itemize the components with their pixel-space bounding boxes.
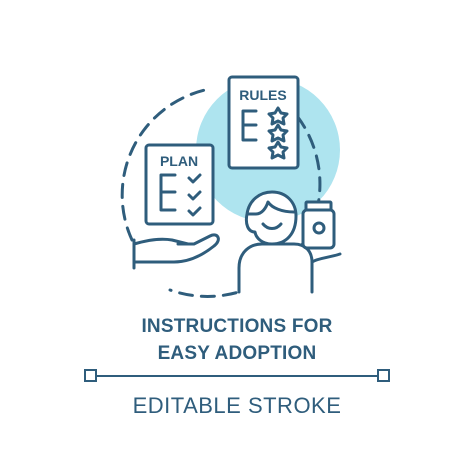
- jar-icon: [301, 200, 342, 264]
- plan-document-icon: PLAN: [144, 143, 215, 226]
- check-icon: [187, 173, 202, 184]
- divider-line: [84, 369, 390, 382]
- dashed-circle-left: [120, 88, 207, 242]
- subtitle: EDITABLE STROKE: [132, 393, 342, 418]
- hand-icon: [132, 233, 220, 270]
- star-icon: [267, 140, 289, 160]
- star-icon: [267, 106, 289, 126]
- rules-document-icon: RULES: [227, 75, 300, 170]
- star-icon: [267, 123, 289, 143]
- rules-label: RULES: [239, 87, 286, 103]
- person-icon: [237, 190, 314, 294]
- title-line-2: EASY ADOPTION: [157, 343, 317, 364]
- plan-label: PLAN: [160, 153, 198, 169]
- title-line-1: INSTRUCTIONS FOR: [141, 316, 333, 337]
- check-icon: [187, 206, 202, 217]
- check-icon: [187, 190, 202, 201]
